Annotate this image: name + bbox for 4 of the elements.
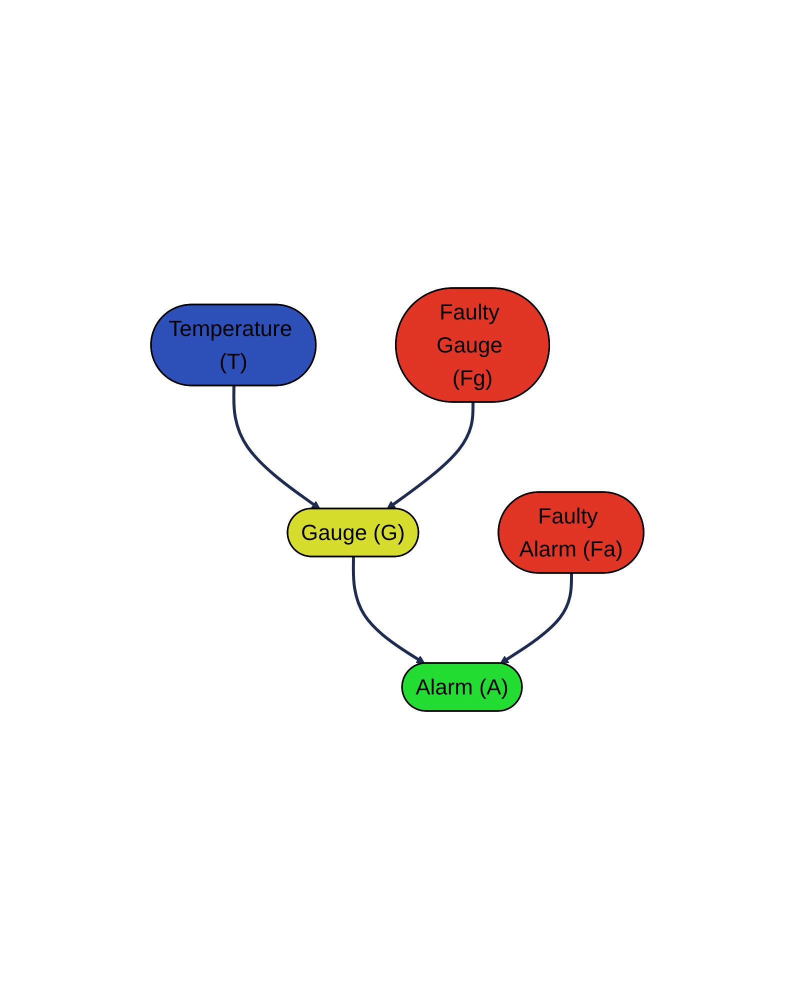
arrow — [232, 386, 320, 510]
arrow — [500, 573, 573, 664]
arrow — [386, 402, 474, 510]
arrow — [352, 556, 425, 664]
